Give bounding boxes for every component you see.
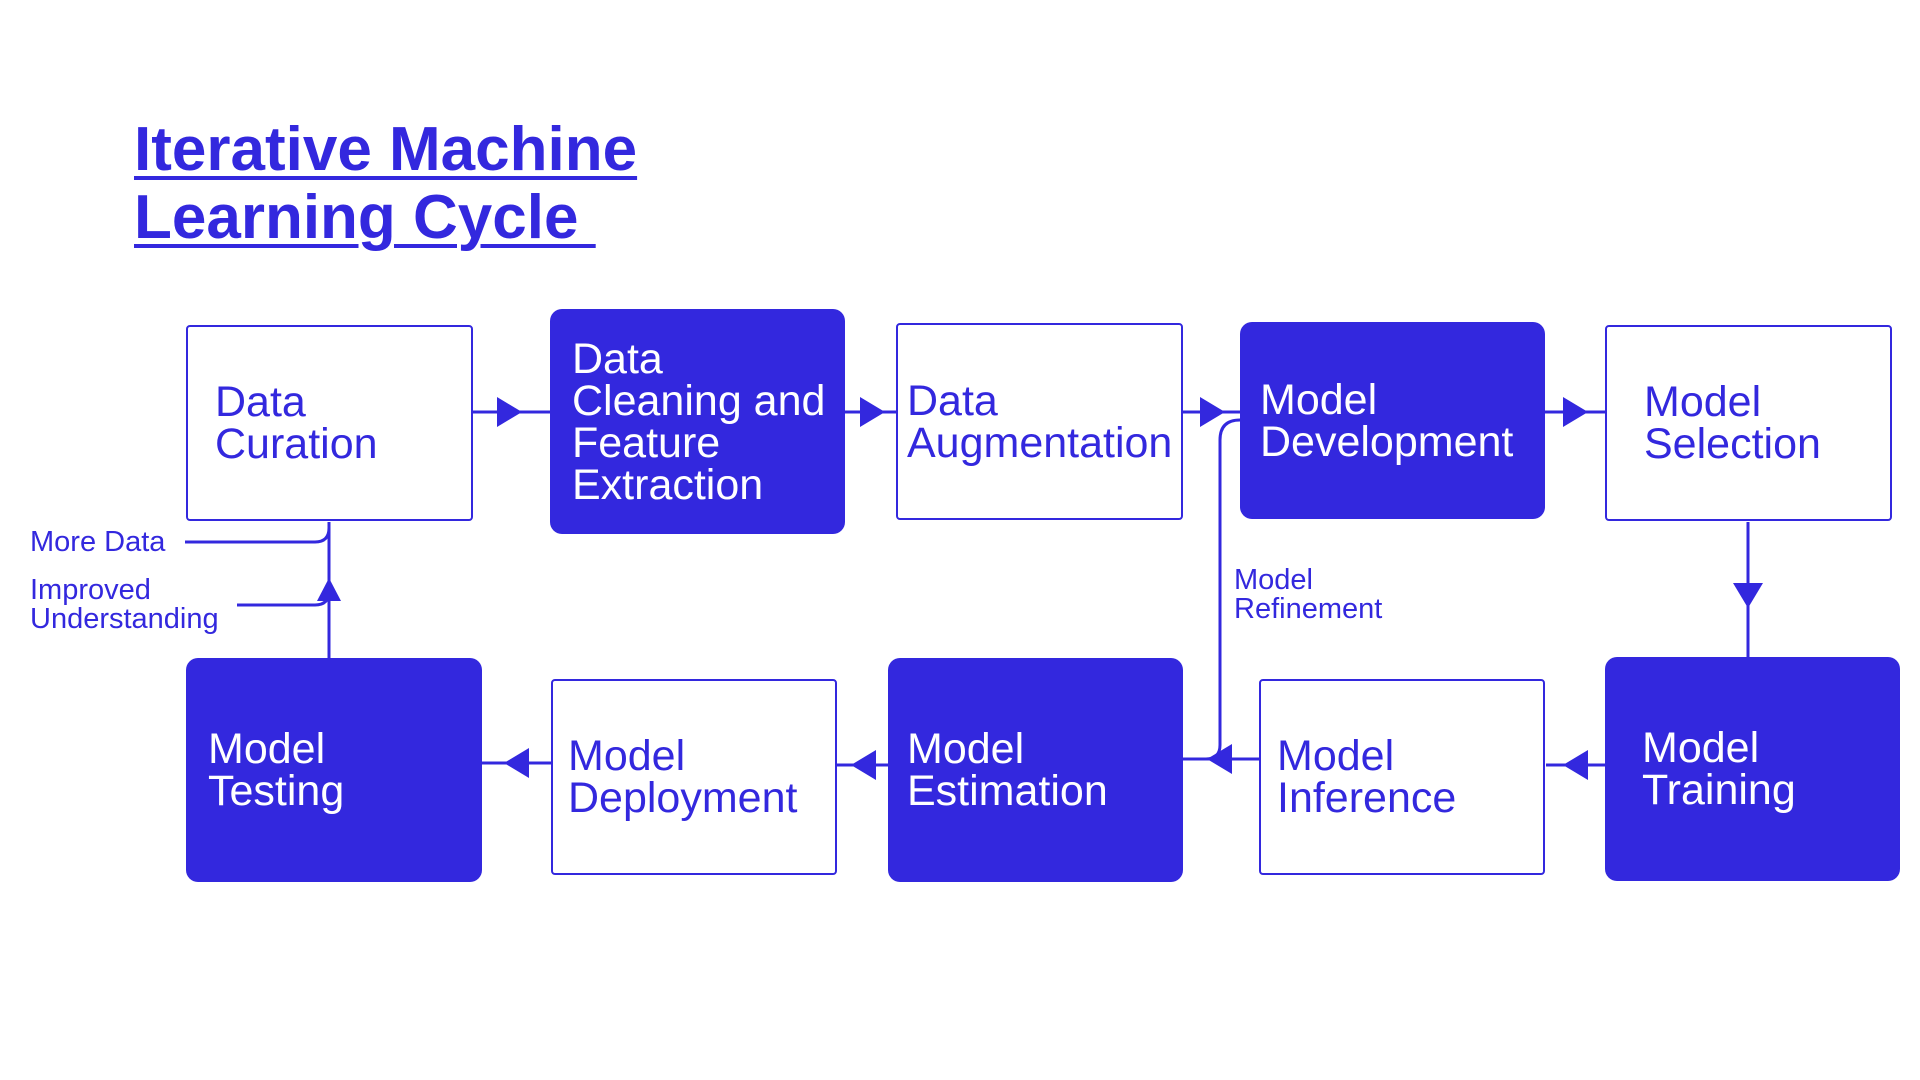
title-line-2: Learning Cycle [134, 183, 596, 252]
edge-label-model-refinement: Model Refinement [1234, 564, 1383, 625]
connector-more-data [185, 527, 331, 544]
diagram-title: Iterative Machine Learning Cycle [134, 116, 637, 252]
node-model-inference: Model Inference [1259, 679, 1545, 875]
node-label: Model Inference [1277, 732, 1457, 822]
node-label: Data Curation [215, 378, 378, 468]
node-model-deployment: Model Deployment [551, 679, 837, 875]
node-data-cleaning-feature-extraction: Data Cleaning and Feature Extraction [550, 309, 845, 534]
title-line-1: Iterative Machine [134, 115, 638, 184]
node-model-estimation: Model Estimation [888, 658, 1183, 882]
arrowhead-left-icon [504, 748, 529, 778]
node-label: Data Cleaning and Feature Extraction [572, 334, 826, 509]
node-label: Model Deployment [568, 732, 798, 822]
edge-label-more-data: More Data [30, 526, 166, 558]
arrowhead-right-icon [1563, 397, 1588, 427]
node-data-augmentation: Data Augmentation [896, 323, 1183, 520]
node-label: Model Training [1642, 724, 1796, 814]
edge-label-improved-understanding: Improved Understanding [30, 574, 219, 635]
node-data-curation: Data Curation [186, 325, 473, 521]
node-label: Model Testing [208, 725, 345, 815]
node-model-training: Model Training [1605, 657, 1900, 881]
node-label: Data Augmentation [907, 376, 1173, 467]
node-label: Model Selection [1644, 378, 1821, 468]
node-model-selection: Model Selection [1605, 325, 1892, 521]
node-model-development: Model Development [1240, 322, 1545, 519]
arrowhead-up-icon [317, 578, 341, 601]
node-label: Model Estimation [907, 725, 1108, 815]
arrowhead-down-icon [1733, 583, 1763, 608]
arrowhead-right-icon [860, 397, 885, 427]
arrowhead-left-icon [851, 750, 876, 780]
arrowhead-right-icon [1200, 397, 1225, 427]
node-model-testing: Model Testing [186, 658, 482, 882]
connector-improved-understanding [237, 590, 331, 607]
arrowhead-right-icon [497, 397, 522, 427]
arrowhead-left-icon [1563, 750, 1588, 780]
node-label: Model Development [1260, 375, 1514, 466]
arrowhead-left-icon [1207, 744, 1232, 774]
